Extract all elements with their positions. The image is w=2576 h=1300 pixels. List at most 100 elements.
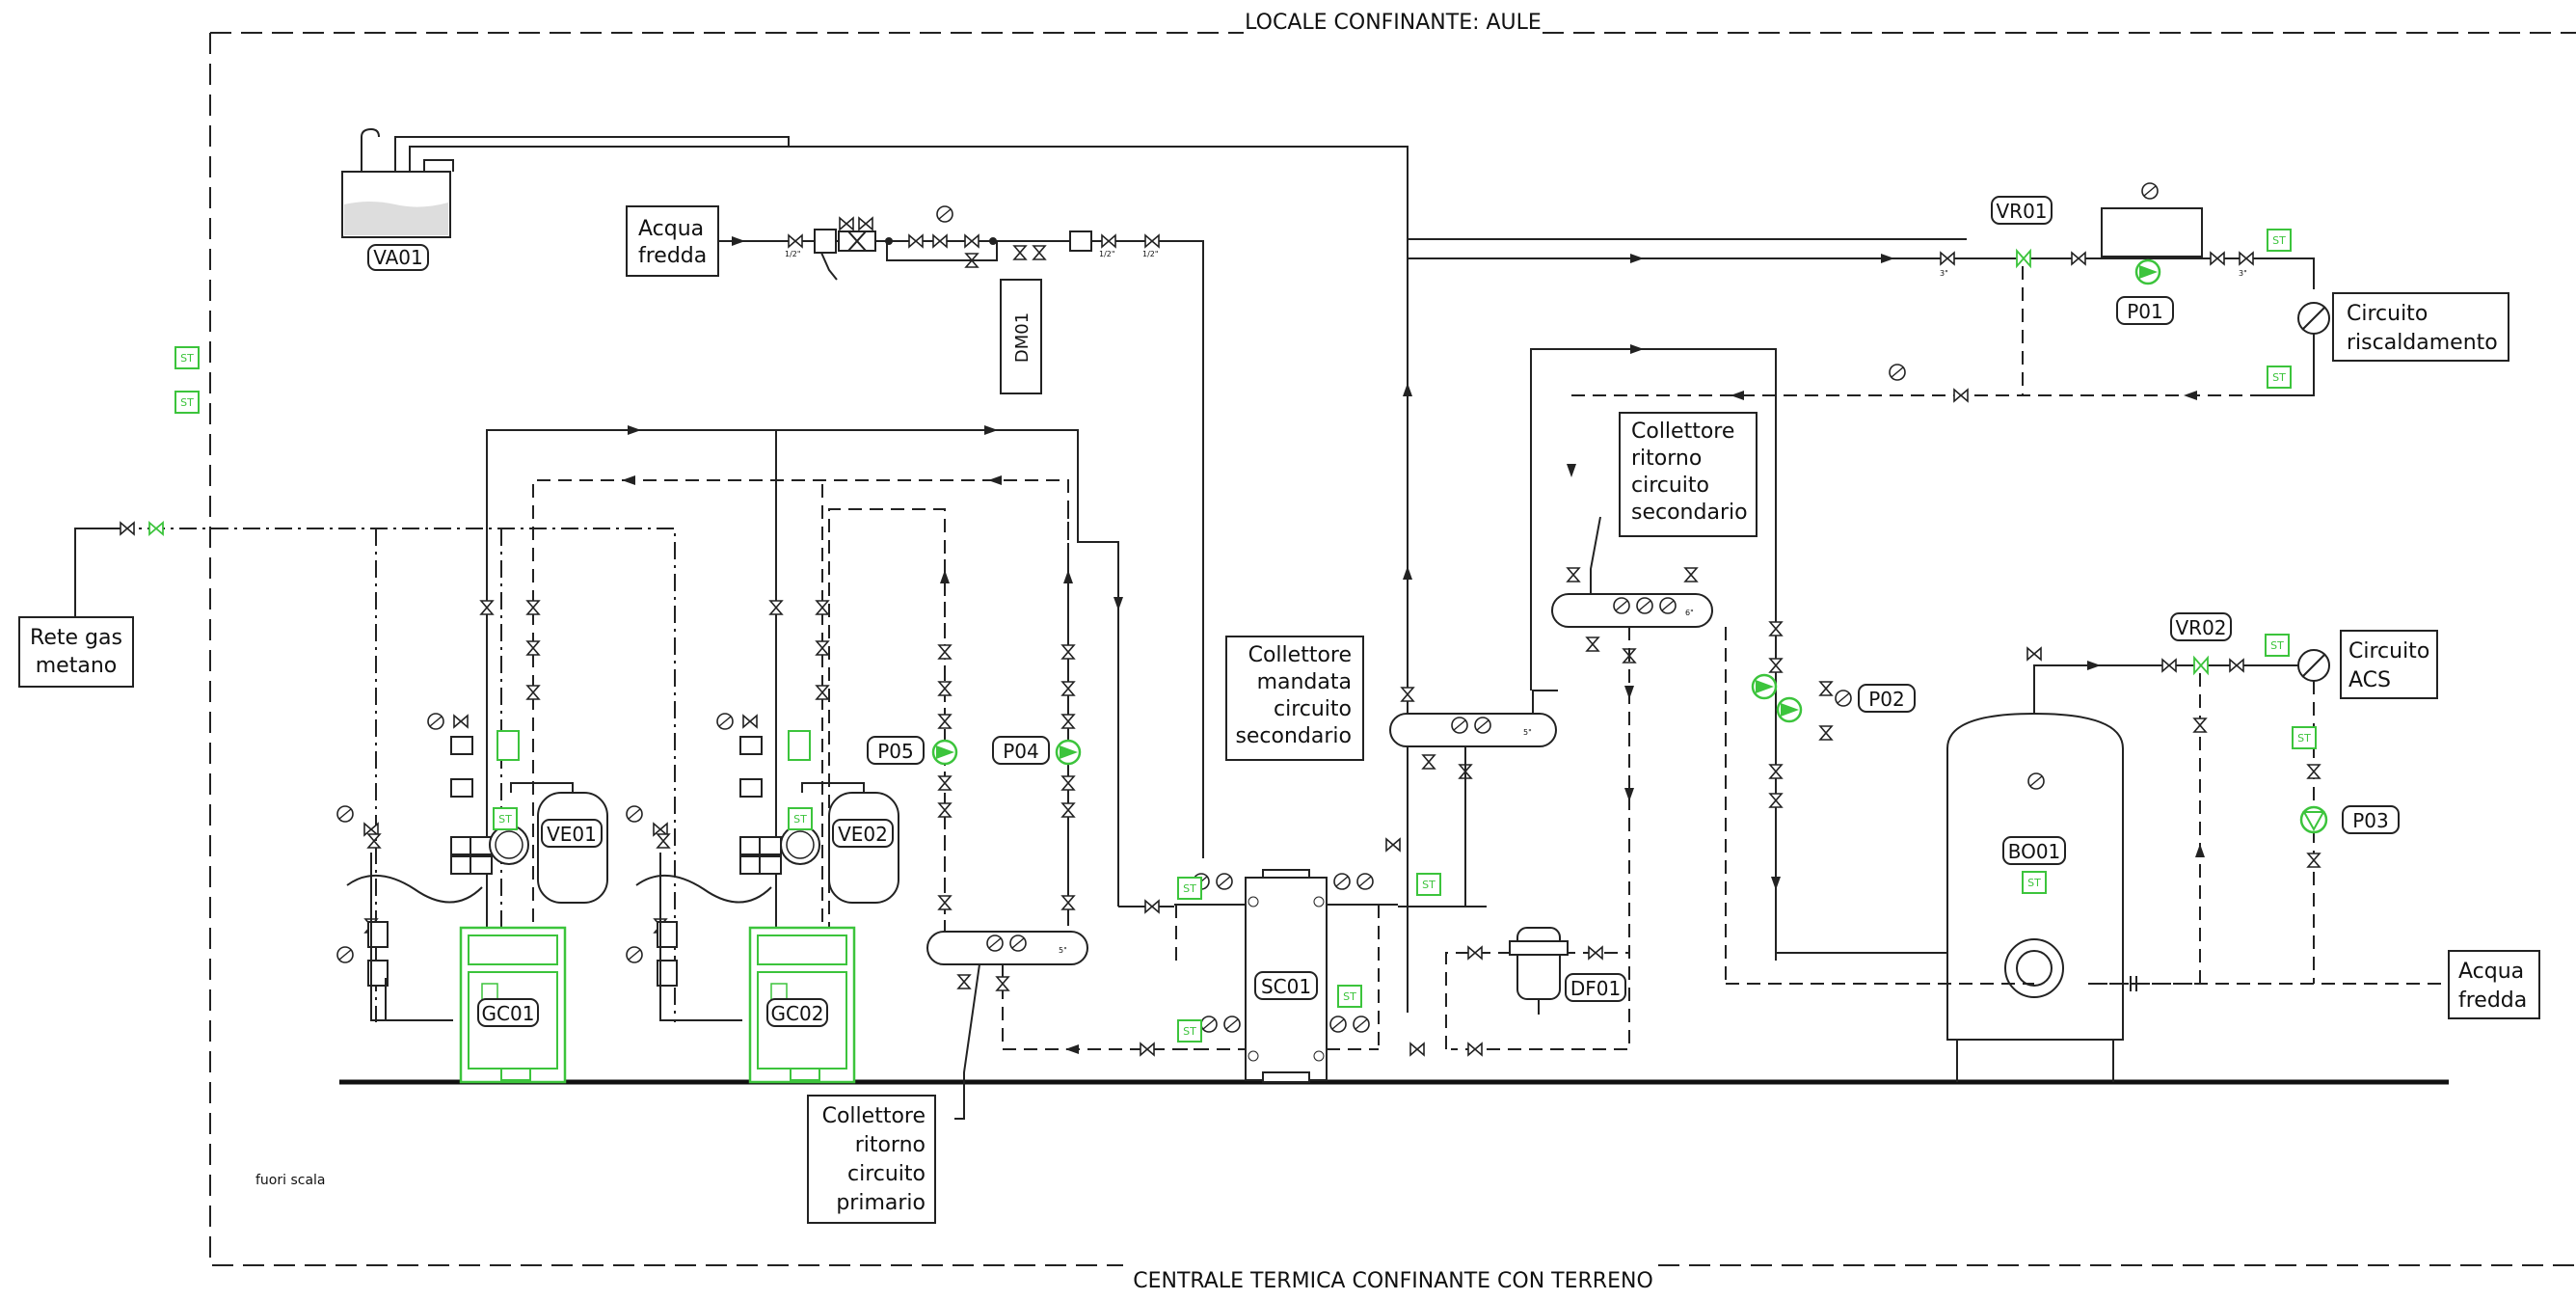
size-half-3: 1/2" — [1142, 250, 1159, 258]
tag-p02: P02 — [1868, 688, 1905, 711]
boiler-gc02-assembly — [626, 579, 829, 1021]
acqua-fredda-right-l1: Acqua — [2458, 960, 2524, 984]
primary-supply-lines — [486, 425, 1123, 1013]
coll-ritorno-prim-l1: Collettore — [822, 1104, 926, 1128]
tag-box-vr02 — [2170, 612, 2232, 641]
gas-supply-line — [74, 521, 676, 1022]
size-six: 6" — [1685, 609, 1694, 617]
circuito-risc-l1: Circuito — [2347, 302, 2428, 326]
scale-note: fuori scala — [255, 1173, 326, 1188]
tag-bo01: BO01 — [2008, 840, 2061, 863]
heating-circuit: ST ST 3" 3" — [1408, 182, 2330, 402]
tag-box-p02 — [1858, 684, 1916, 713]
tag-vr01: VR01 — [1996, 200, 2047, 223]
tag-box-gc01 — [477, 998, 539, 1027]
tag-box-va01 — [367, 244, 429, 271]
tag-box-p05 — [867, 736, 925, 765]
acqua-fredda-top-line2: fredda — [638, 244, 707, 268]
st-acs: ST — [2270, 639, 2284, 652]
st-heat-ret: ST — [2272, 371, 2286, 384]
st-gc01: ST — [498, 813, 512, 826]
size-half-2: 1/2" — [1099, 250, 1115, 258]
dirt-separator-df01 — [1409, 927, 1629, 1056]
tag-box-bo01 — [2002, 836, 2066, 865]
coll-ritorno-prim-l2: ritorno — [855, 1133, 926, 1157]
coll-mandata-l4: secondario — [1235, 724, 1352, 748]
coll-ritorno-prim-l4: primario — [836, 1191, 926, 1215]
tag-sc01: SC01 — [1261, 975, 1311, 998]
zone-label-bottom: CENTRALE TERMICA CONFINANTE CON TERRENO — [1133, 1269, 1653, 1293]
tag-box-gc02 — [766, 998, 828, 1027]
coll-mandata-box — [1225, 636, 1364, 761]
coll-ritorno-prim-l3: circuito — [847, 1162, 926, 1186]
tag-dm01: DM01 — [1012, 312, 1033, 363]
coll-ritorno-prim-box — [807, 1095, 936, 1224]
tag-p03: P03 — [2352, 809, 2389, 832]
circuito-risc-l2: riscaldamento — [2347, 331, 2498, 355]
size-three-1: 3" — [1940, 269, 1948, 278]
coll-ritorno-sec-l3: circuito — [1631, 474, 1709, 498]
acqua-fredda-box-top — [626, 205, 719, 277]
tag-box-vr01 — [1991, 196, 2053, 225]
tag-p01: P01 — [2127, 300, 2163, 323]
size-half-1: 1/2" — [785, 250, 801, 258]
st-sc01-a: ST — [1183, 882, 1196, 895]
coll-ritorno-sec-l2: ritorno — [1631, 447, 1702, 471]
boiler-gc01-assembly — [336, 579, 540, 1021]
tag-p04: P04 — [1003, 740, 1039, 763]
acqua-fredda-top-line1: Acqua — [638, 217, 704, 241]
st-gas-2: ST — [180, 396, 194, 409]
rete-gas-box — [18, 616, 134, 688]
tag-p05: P05 — [877, 740, 914, 763]
circuito-acs-l1: Circuito — [2348, 639, 2429, 664]
st-sc01-d: ST — [1422, 879, 1436, 891]
coll-mandata-l3: circuito — [1274, 697, 1352, 721]
tag-df01: DF01 — [1570, 977, 1621, 1000]
tag-vr02: VR02 — [2175, 616, 2226, 639]
st-gas-1: ST — [180, 352, 194, 365]
dhw-storage-bo01: ST — [1946, 647, 2148, 1082]
acs-circuit: ST ST — [1726, 634, 2449, 991]
tag-ve02: VE02 — [838, 823, 888, 846]
gas-sensors: ST ST — [174, 346, 200, 414]
pump-p05-branch — [931, 559, 958, 926]
coll-ritorno-sec-box — [1619, 412, 1758, 537]
tag-ve01: VE01 — [547, 823, 597, 846]
st-sc01-b: ST — [1183, 1025, 1196, 1038]
softener-dm01 — [1000, 279, 1042, 394]
zone-border — [209, 32, 2576, 1266]
rete-gas-line2: metano — [36, 654, 117, 678]
circuito-acs-box — [2340, 630, 2438, 699]
size-five-prim: 5" — [1059, 946, 1067, 955]
zone-label-top: LOCALE CONFINANTE: AULE — [1245, 11, 1542, 35]
circuito-acs-l2: ACS — [2348, 668, 2391, 692]
st-sc01-c: ST — [1343, 990, 1356, 1003]
makeup-water-line: 1/2" 1/2" 1/2" — [718, 205, 1204, 858]
tag-box-sc01 — [1254, 971, 1318, 1000]
coll-ritorno-sec-l4: secondario — [1631, 501, 1748, 525]
plate-heat-exchanger-sc01: ST ST ST ST — [1118, 838, 1487, 1083]
tag-gc01: GC01 — [482, 1002, 535, 1025]
st-gc02: ST — [793, 813, 807, 826]
acqua-fredda-right-l2: fredda — [2458, 989, 2527, 1013]
secondary-supply-collector: 5" — [1389, 147, 1967, 907]
pump-p04-branch — [1055, 559, 1082, 926]
tag-box-p03 — [2342, 805, 2400, 834]
tag-box-ve01 — [541, 819, 603, 848]
coll-ritorno-sec-l1: Collettore — [1631, 420, 1734, 444]
st-p03: ST — [2297, 732, 2311, 745]
size-five-sec: 5" — [1523, 728, 1532, 737]
tag-gc02: GC02 — [771, 1002, 824, 1025]
coll-mandata-l2: mandata — [1257, 670, 1352, 694]
coll-mandata-l1: Collettore — [1248, 643, 1352, 667]
tag-va01: VA01 — [373, 246, 423, 269]
rete-gas-line1: Rete gas — [30, 626, 122, 650]
st-p01: ST — [2272, 234, 2286, 247]
acqua-fredda-box-right — [2448, 950, 2540, 1019]
size-three-2: 3" — [2239, 269, 2247, 278]
st-bo01: ST — [2027, 877, 2041, 889]
tag-box-p04 — [992, 736, 1050, 765]
tag-box-ve02 — [832, 819, 894, 848]
tag-box-df01 — [1565, 973, 1626, 1002]
